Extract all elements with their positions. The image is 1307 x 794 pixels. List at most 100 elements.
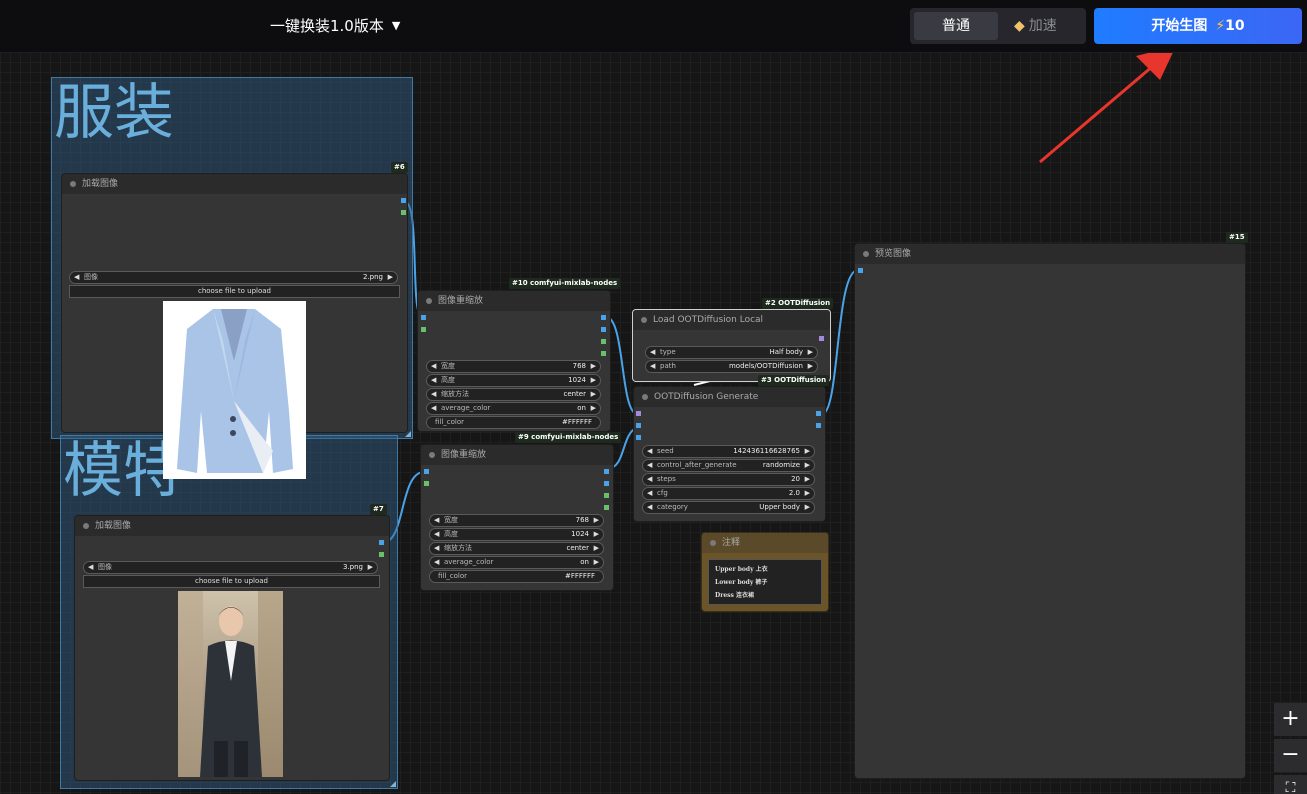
node-load-image-model[interactable]: 加载图像 ◀ 图像 3.png ▶ choose file to upload	[75, 516, 389, 780]
input-socket-image[interactable]	[421, 315, 426, 320]
collapse-dot-icon[interactable]	[83, 523, 89, 529]
output-socket-image[interactable]	[604, 469, 609, 474]
arrow-right-icon[interactable]: ▶	[590, 390, 596, 398]
arrow-left-icon[interactable]: ◀	[647, 503, 653, 511]
arrow-right-icon[interactable]: ▶	[367, 563, 373, 571]
workflow-title-dropdown[interactable]: 一键换装1.0版本▼	[270, 15, 400, 36]
input-socket-image[interactable]	[424, 469, 429, 474]
arrow-right-icon[interactable]: ▶	[807, 348, 813, 356]
image-select-widget[interactable]: ◀ 图像 2.png ▶	[69, 271, 398, 284]
output-socket-mask[interactable]	[601, 339, 606, 344]
upload-button[interactable]: choose file to upload	[83, 575, 380, 588]
zoom-in-button[interactable]: +	[1274, 703, 1307, 736]
arrow-left-icon[interactable]: ◀	[431, 362, 437, 370]
node-header[interactable]: 加载图像	[62, 174, 407, 194]
arrow-right-icon[interactable]: ▶	[804, 447, 810, 455]
input-socket-model-image[interactable]	[636, 435, 641, 440]
arrow-left-icon[interactable]: ◀	[647, 489, 653, 497]
node-note[interactable]: 注释 Upper body 上衣 Lower body 裤子 Dress 连衣裙	[702, 533, 828, 611]
output-socket-image-2[interactable]	[601, 327, 606, 332]
collapse-dot-icon[interactable]	[863, 251, 869, 257]
output-socket-image[interactable]	[816, 411, 821, 416]
node-header[interactable]: Load OOTDiffusion Local	[633, 310, 830, 330]
arrow-left-icon[interactable]: ◀	[650, 362, 656, 370]
arrow-left-icon[interactable]: ◀	[434, 530, 440, 538]
output-socket-mask[interactable]	[401, 210, 406, 215]
arrow-right-icon[interactable]: ▶	[593, 530, 599, 538]
arrow-left-icon[interactable]: ◀	[74, 273, 80, 281]
node-header[interactable]: OOTDiffusion Generate	[634, 387, 825, 407]
output-socket-image-masked[interactable]	[816, 423, 821, 428]
arrow-left-icon[interactable]: ◀	[431, 376, 437, 384]
output-socket-image[interactable]	[379, 540, 384, 545]
output-socket-model[interactable]	[819, 336, 824, 341]
collapse-dot-icon[interactable]	[426, 298, 432, 304]
output-socket-mask-2[interactable]	[601, 351, 606, 356]
arrow-left-icon[interactable]: ◀	[88, 563, 94, 571]
node-header[interactable]: 预览图像	[855, 244, 1245, 264]
arrow-left-icon[interactable]: ◀	[434, 558, 440, 566]
input-socket-mask[interactable]	[421, 327, 426, 332]
upload-button[interactable]: choose file to upload	[69, 285, 400, 298]
output-socket-mask[interactable]	[379, 552, 384, 557]
input-socket-model[interactable]	[636, 411, 641, 416]
arrow-right-icon[interactable]: ▶	[804, 475, 810, 483]
input-socket-mask[interactable]	[424, 481, 429, 486]
arrow-left-icon[interactable]: ◀	[647, 475, 653, 483]
output-socket-image[interactable]	[601, 315, 606, 320]
arrow-right-icon[interactable]: ▶	[807, 362, 813, 370]
resize-handle[interactable]	[405, 431, 411, 437]
fill-color-widget[interactable]: fill_color#FFFFFF	[429, 570, 604, 583]
collapse-dot-icon[interactable]	[710, 540, 716, 546]
arrow-right-icon[interactable]: ▶	[804, 503, 810, 511]
collapse-dot-icon[interactable]	[641, 317, 647, 323]
arrow-right-icon[interactable]: ▶	[593, 558, 599, 566]
arrow-right-icon[interactable]: ▶	[804, 461, 810, 469]
collapse-dot-icon[interactable]	[70, 181, 76, 187]
node-preview-image[interactable]: 预览图像	[855, 244, 1245, 778]
start-generate-button[interactable]: 开始生图⚡10	[1094, 8, 1302, 44]
image-select-widget[interactable]: ◀ 图像 3.png ▶	[83, 561, 378, 574]
node-load-image-clothing[interactable]: 加载图像 ◀ 图像 2.png ▶ choose file to upload	[62, 174, 407, 479]
resize-handle[interactable]	[390, 781, 396, 787]
fill-color-widget[interactable]: fill_color#FFFFFF	[426, 416, 601, 429]
output-socket-mask-2[interactable]	[604, 505, 609, 510]
arrow-right-icon[interactable]: ▶	[590, 404, 596, 412]
output-socket-image-2[interactable]	[604, 481, 609, 486]
arrow-left-icon[interactable]: ◀	[434, 544, 440, 552]
arrow-right-icon[interactable]: ▶	[387, 273, 393, 281]
arrow-right-icon[interactable]: ▶	[590, 362, 596, 370]
arrow-right-icon[interactable]: ▶	[590, 376, 596, 384]
output-socket-image[interactable]	[401, 198, 406, 203]
node-header[interactable]: 加载图像	[75, 516, 389, 536]
input-socket-images[interactable]	[858, 268, 863, 273]
node-header[interactable]: 注释	[702, 533, 828, 553]
arrow-right-icon[interactable]: ▶	[593, 516, 599, 524]
input-socket-cloth-image[interactable]	[636, 423, 641, 428]
arrow-left-icon[interactable]: ◀	[431, 404, 437, 412]
node-header[interactable]: 图像重缩放	[421, 445, 613, 465]
collapse-dot-icon[interactable]	[642, 394, 648, 400]
output-socket-mask[interactable]	[604, 493, 609, 498]
arrow-right-icon[interactable]: ▶	[804, 489, 810, 497]
arrow-left-icon[interactable]: ◀	[647, 447, 653, 455]
zoom-out-button[interactable]: −	[1274, 739, 1307, 772]
